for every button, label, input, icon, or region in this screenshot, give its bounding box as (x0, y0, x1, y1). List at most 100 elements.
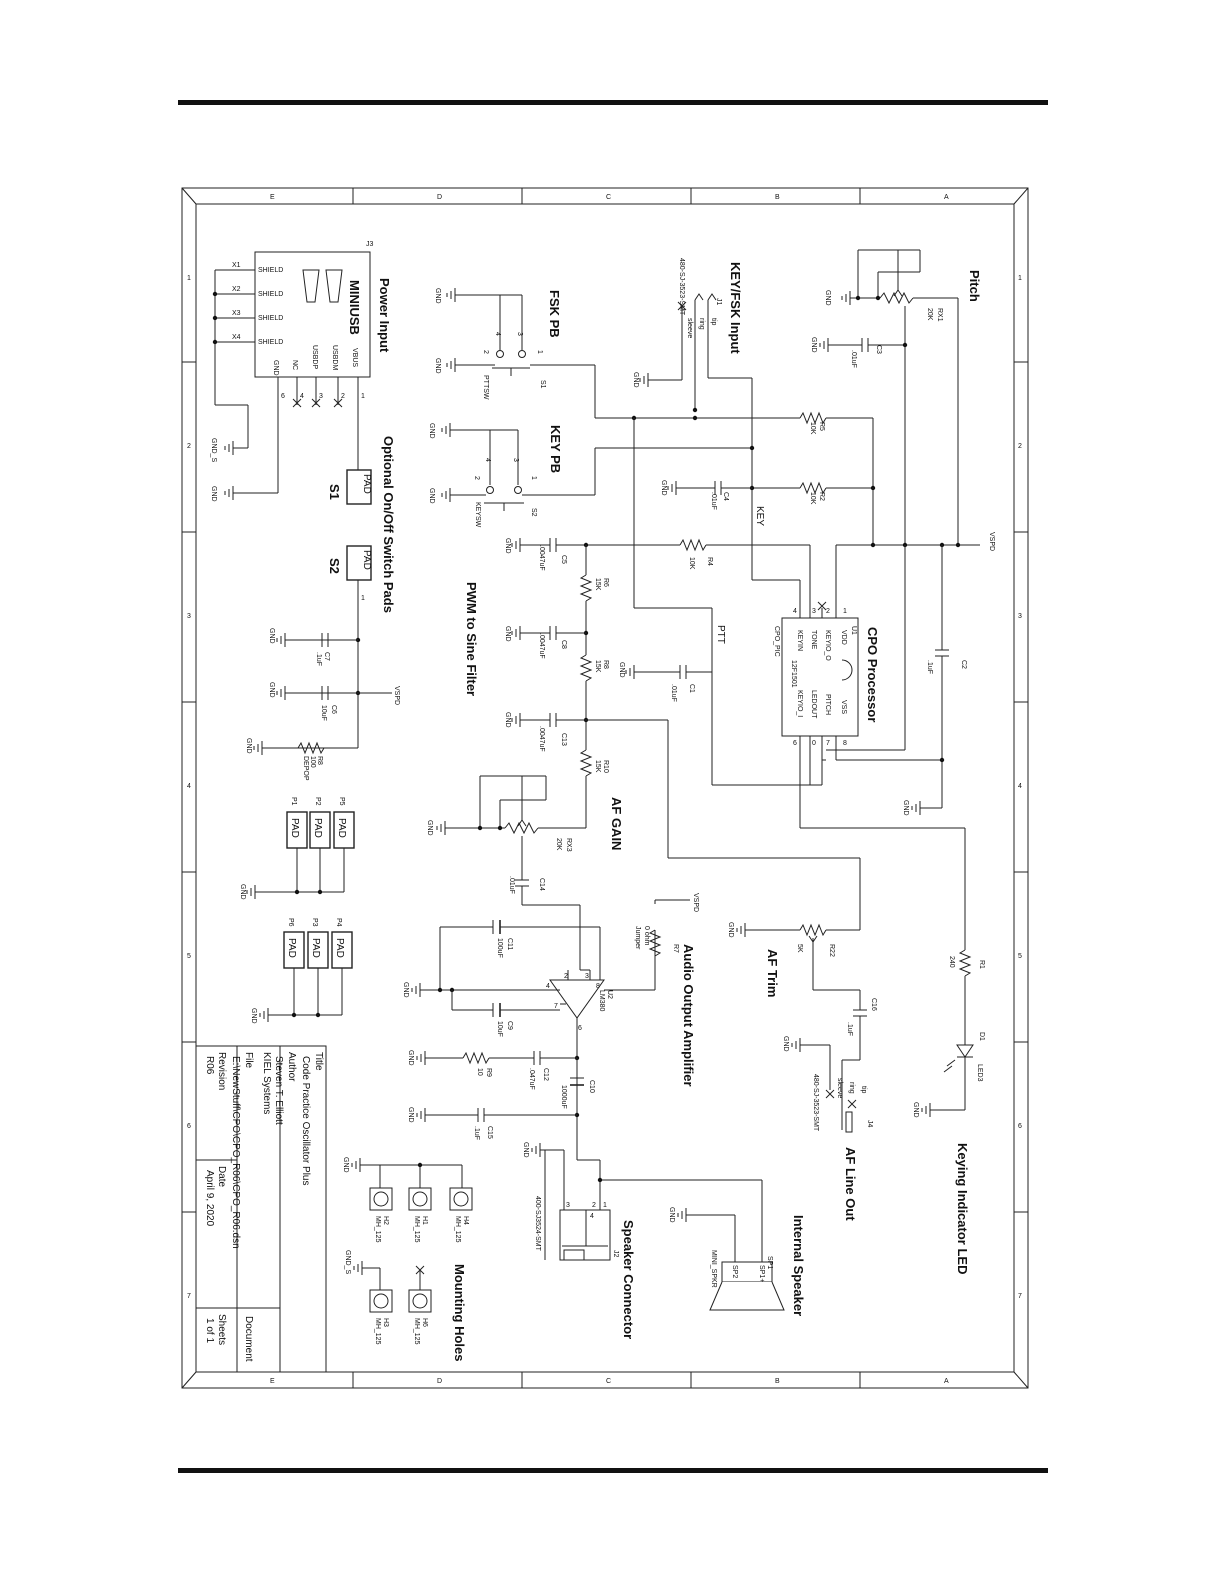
zone-letter-top: D (437, 194, 442, 201)
zone-letter-bottom: A (944, 1378, 949, 1385)
gnd-label: GND (504, 712, 511, 728)
usb-signal-pin: USBDP (311, 345, 318, 369)
usb-signal-pin: GND (272, 360, 279, 376)
gnd-label: GND (810, 337, 817, 353)
tb-revision: R06 (204, 1056, 215, 1075)
s2-pin: 2 (473, 476, 480, 480)
tb-file: E:\NewStuff\CPO\CPO_R06\CPO_R06.dsn (230, 1056, 241, 1249)
zone-letter-top: C (606, 194, 611, 201)
gnd-label: GND (434, 288, 441, 304)
c13-ref: C13 (560, 733, 567, 746)
s2-pin: 1 (530, 476, 537, 480)
zone-number-right: 4 (1018, 783, 1022, 790)
hole-ref: H3 (382, 1318, 389, 1327)
c2-value: .1uF (926, 660, 933, 674)
pad-label: PAD (286, 938, 297, 958)
zone-letter-top: B (775, 194, 780, 201)
sheet-frame (181, 187, 1029, 1389)
r8b-value: 100 (309, 756, 316, 768)
pad-s1-label: PAD (361, 474, 372, 494)
gnd-label: GND (250, 1008, 257, 1024)
tb-sheets: 1 of 1 (204, 1318, 215, 1343)
c11-value: 100uF (496, 938, 503, 958)
s1-ref: S1 (539, 380, 546, 389)
j2-pin: 3 (566, 1202, 570, 1209)
usb-x-label: X4 (232, 334, 241, 341)
u2-ref: U2 (606, 990, 613, 999)
gnd-label: GND (504, 538, 511, 554)
c6-ref: C6 (330, 705, 337, 714)
rx1-value: 20K (926, 308, 933, 321)
r22-ref: R22 (828, 944, 835, 957)
hole-ref: H6 (421, 1318, 428, 1327)
jack-j1 (639, 293, 753, 580)
zone-number-right: 3 (1018, 613, 1022, 620)
zone-letter-bottom: B (775, 1378, 780, 1385)
af-trim-circuit (736, 923, 867, 1133)
s2-part: KEYSW (474, 502, 481, 528)
gnd-s-label: GND_S (344, 1250, 351, 1274)
u1-pin-number: 2 (826, 608, 830, 615)
gnd-label: GND (727, 922, 734, 938)
c10-ref: C10 (588, 1080, 595, 1093)
usb-shield-pin: SHIELD (258, 315, 283, 322)
gnd-label: GND (668, 1207, 675, 1223)
usb-connector-j3 (212, 251, 371, 500)
heading-mounting-holes: Mounting Holes (452, 1264, 467, 1362)
r7-note: Jumper (634, 926, 641, 950)
c6-value: 10uF (320, 705, 327, 721)
gnd-label: GND (434, 358, 441, 374)
u2-pin: 7 (554, 1003, 558, 1010)
hole-part: MH_125 (374, 1318, 381, 1345)
mounting-holes (351, 1158, 473, 1313)
j2-part: 400-SJ3524-SMT (534, 1196, 541, 1252)
gnd-label: GND (660, 480, 667, 496)
pad-label: PAD (336, 818, 347, 838)
usb-shield-pin: SHIELD (258, 291, 283, 298)
gnd-label: GND (428, 488, 435, 504)
sp1-pin: SP1+ (758, 1265, 765, 1282)
pad-ref: P1 (290, 797, 297, 806)
gnd-label: GND (342, 1157, 349, 1173)
s2-pin: 4 (484, 458, 491, 462)
gnd-label: GND (824, 290, 831, 306)
zone-number-left: 7 (187, 1293, 191, 1300)
r8b-part: DEPOP (302, 756, 309, 781)
s1-pin: 3 (516, 332, 523, 336)
fsk-pushbutton (446, 288, 596, 418)
hole-ref: H1 (421, 1216, 428, 1225)
c10-value: 1000uF (560, 1085, 567, 1109)
c3-ref: C3 (875, 345, 882, 354)
c13-value: .0047uF (538, 726, 545, 752)
zone-number-left: 5 (187, 953, 191, 960)
s2-ref: S2 (530, 508, 537, 517)
tb-author: Steven T. Elliott (273, 1056, 284, 1125)
gnd-label: GND (402, 982, 409, 998)
pad-pin: 1 (361, 595, 365, 602)
pad-ref: P5 (338, 797, 345, 806)
s1-pin: 2 (482, 350, 489, 354)
key-net-label: KEY (754, 506, 765, 526)
u1-pin-number: 0 (812, 740, 816, 747)
zone-number-left: 1 (187, 275, 191, 282)
usb-gnd: GND (210, 486, 217, 502)
pad-label: PAD (312, 818, 323, 838)
gnd-label: GND (426, 820, 433, 836)
pad-ref: P2 (314, 797, 321, 806)
zone-letter-top: A (944, 194, 949, 201)
zone-number-left: 3 (187, 613, 191, 620)
usb-signal-pin: NC (291, 360, 298, 370)
vspd-label: VSPD (692, 893, 699, 912)
gnd-label: GND (407, 1107, 414, 1123)
hole-ref: H2 (382, 1216, 389, 1225)
hole-ref: H4 (462, 1216, 469, 1225)
c7-value: .1uF (315, 652, 322, 666)
heading-cpo-processor: CPO Processor (865, 627, 880, 722)
j1-pin: tip (710, 318, 717, 326)
pad-s1-ref: S1 (327, 484, 342, 500)
tb-title-label: Title (313, 1052, 324, 1071)
heading-internal-speaker: Internal Speaker (791, 1215, 806, 1316)
c5-value: .0047uF (538, 545, 545, 571)
s1-pin: 4 (494, 332, 501, 336)
